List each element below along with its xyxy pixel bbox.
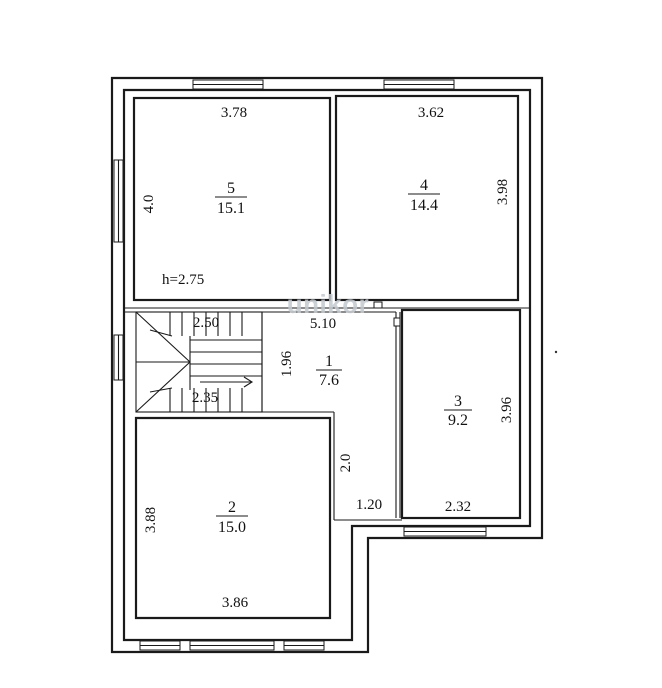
room-4-width: 3.62 (418, 105, 444, 121)
room-1-depth: 1.96 (279, 350, 295, 377)
outer-wall-outer (110, 76, 544, 654)
room-4-depth: 3.98 (495, 179, 511, 205)
room-3-depth: 3.96 (499, 396, 515, 423)
room-3-area: 9.2 (448, 412, 468, 429)
room-5-number: 5 (227, 180, 235, 197)
stair-top-width: 2.50 (193, 315, 219, 331)
room-4-area: 14.4 (410, 197, 438, 214)
staircase (135, 311, 263, 413)
room-3-outline (400, 308, 522, 520)
windows (113, 79, 487, 651)
room-1-width: 5.10 (310, 316, 336, 332)
room-1-extra-depth: 2.0 (338, 454, 354, 473)
room-2-area: 15.0 (218, 519, 246, 536)
room-5-outline (132, 96, 332, 302)
ceiling-height: h=2.75 (162, 272, 204, 288)
outer-wall-inner (122, 88, 532, 642)
room-5-width: 3.78 (221, 105, 247, 121)
room-5-depth: 4.0 (141, 195, 157, 214)
room-2-width: 3.86 (222, 595, 249, 611)
room-1-extra-width: 1.20 (356, 497, 382, 513)
room-2-depth: 3.88 (143, 507, 159, 533)
room-1-area: 7.6 (319, 372, 339, 389)
door-nib-hall-right (393, 317, 401, 327)
room-2-number: 2 (228, 499, 236, 516)
scan-dot (554, 350, 558, 354)
room-1-number: 1 (325, 353, 333, 370)
room-2-outline (134, 416, 332, 620)
room-4-outline (334, 94, 520, 302)
stair-bottom-width: 2.35 (192, 390, 218, 406)
door-nib-hall-top (373, 301, 383, 309)
room-5-area: 15.1 (217, 200, 245, 217)
room-3-width: 2.32 (445, 499, 471, 515)
watermark: unikor (287, 289, 369, 319)
room-4-number: 4 (420, 177, 428, 194)
room-3-number: 3 (454, 393, 462, 410)
